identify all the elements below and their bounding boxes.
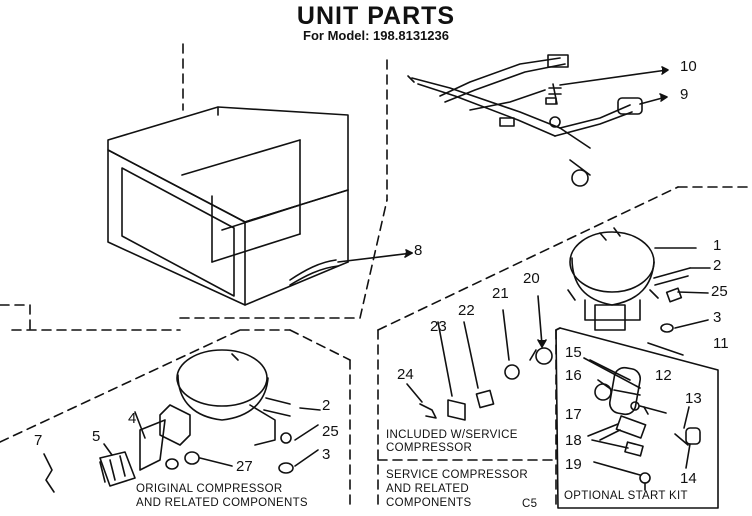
caption-included-2: COMPRESSOR [386,442,473,454]
callout-25a: 25 [711,283,728,300]
callout-20: 20 [523,270,540,287]
drier-part-8 [289,249,413,286]
caption-start-kit: OPTIONAL START KIT [564,490,688,502]
service-compressor [567,227,711,333]
included-parts [406,295,553,421]
callout-16: 16 [565,367,582,384]
callout-13: 13 [685,390,702,407]
callout-2b: 2 [322,397,331,414]
callout-3b: 3 [322,446,331,463]
callout-4: 4 [128,410,137,427]
callout-9: 9 [680,86,689,103]
unit-housing [0,43,388,336]
page-title: UNIT PARTS [296,2,456,30]
callout-8: 8 [414,242,423,259]
leader-lines [583,342,690,437]
callout-25b: 25 [322,423,339,440]
wiring-harness [407,54,669,187]
callout-3a: 3 [713,309,722,326]
caption-original-1: ORIGINAL COMPRESSOR [136,483,283,495]
caption-service-2: AND RELATED [386,483,469,495]
callout-15: 15 [565,344,582,361]
caption-service-3: COMPONENTS [386,497,472,509]
model-number: For Model: 198.8131236 [303,28,449,43]
callout-12: 12 [655,367,672,384]
diagram-code: C5 [522,498,538,510]
callout-1: 1 [713,237,722,254]
callout-5: 5 [92,428,101,445]
condenser-box [107,106,349,306]
callout-23: 23 [430,318,447,335]
original-compressor [43,349,321,493]
callout-22: 22 [458,302,475,319]
original-compressor-region [0,329,351,511]
callout-14: 14 [680,470,697,487]
callout-24: 24 [397,366,414,383]
start-kit-parts [589,359,701,491]
caption-service-1: SERVICE COMPRESSOR [386,469,528,481]
callout-17: 17 [565,406,582,423]
callout-19: 19 [565,456,582,473]
caption-original-2: AND RELATED COMPONENTS [136,497,308,509]
callout-27: 27 [236,458,253,475]
start-kit-box [555,327,719,509]
callout-2a: 2 [713,257,722,274]
caption-included-1: INCLUDED W/SERVICE [386,429,518,441]
callout-10: 10 [680,58,697,75]
callout-7: 7 [34,432,43,449]
callout-11: 11 [713,335,729,352]
callout-18: 18 [565,432,582,449]
callout-21: 21 [492,285,509,302]
